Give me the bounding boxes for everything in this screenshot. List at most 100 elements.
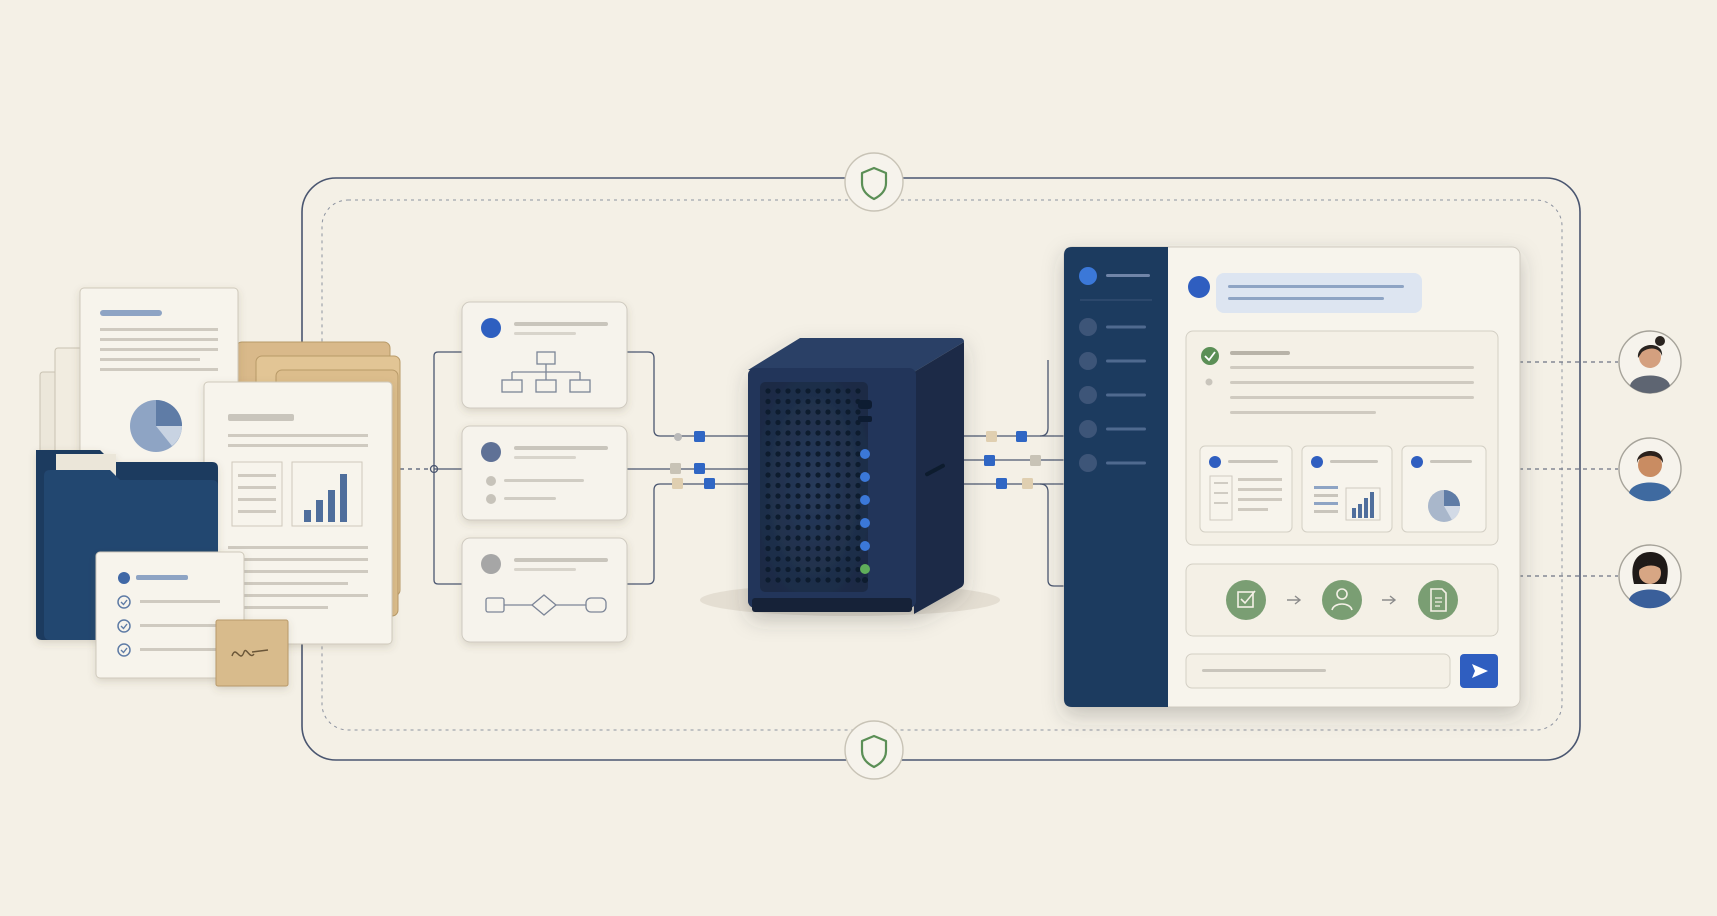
send-button[interactable] [1460, 654, 1498, 688]
vent-hole [765, 451, 771, 457]
vent-hole [795, 440, 801, 447]
vent-hole [765, 409, 771, 415]
documents-cluster [36, 287, 401, 687]
report-document [79, 287, 239, 499]
vent-hole [815, 440, 821, 447]
vent-hole [835, 524, 841, 531]
sidebar-item[interactable] [1079, 420, 1146, 438]
user-avatar[interactable] [1618, 330, 1682, 394]
shield-badge-bottom [844, 720, 904, 780]
vent-hole [815, 430, 821, 436]
bar-chart-icon [291, 461, 363, 527]
vent-hole [775, 493, 781, 499]
vent-hole [775, 545, 781, 552]
vent-hole [815, 493, 821, 499]
vent-hole [795, 566, 801, 573]
vent-hole [765, 461, 771, 468]
sidebar-item[interactable] [1079, 352, 1146, 370]
users [1618, 330, 1682, 609]
vent-hole [785, 566, 791, 573]
vent-hole [835, 388, 841, 394]
chart-document [203, 381, 393, 645]
vent-hole [815, 556, 821, 562]
user-icon[interactable] [1322, 580, 1362, 620]
vent-hole [765, 398, 771, 405]
module-card-1[interactable] [1199, 445, 1293, 533]
vent-hole [855, 409, 861, 415]
module-card-3[interactable] [1401, 445, 1487, 533]
vent-hole [825, 398, 831, 405]
vent-hole [795, 388, 801, 394]
vent-hole [795, 503, 801, 510]
pie-chart-icon [130, 400, 182, 452]
vent-hole [805, 440, 811, 447]
vent-hole [805, 556, 811, 562]
document-icon[interactable] [1418, 580, 1458, 620]
vent-hole [765, 388, 771, 394]
vent-hole [795, 493, 801, 499]
workflow-cards [461, 301, 628, 643]
vent-hole [815, 535, 821, 541]
vent-hole [765, 514, 771, 520]
vent-hole [785, 514, 791, 520]
vent-hole [795, 545, 801, 552]
vent-hole [785, 493, 791, 499]
app-main [1185, 273, 1499, 689]
flowchart-icon [485, 594, 607, 616]
vent-hole [815, 545, 821, 552]
vent-hole [815, 461, 821, 468]
vent-hole [805, 503, 811, 510]
sidebar-item[interactable] [1079, 386, 1146, 404]
vent-hole [775, 430, 781, 436]
vent-hole [785, 461, 791, 468]
sidebar-item[interactable] [1079, 318, 1146, 336]
vent-hole [845, 535, 851, 541]
vent-hole [845, 545, 851, 552]
vent-hole [825, 535, 831, 541]
vent-hole [845, 566, 851, 573]
vent-hole [805, 577, 811, 583]
vent-hole [835, 545, 841, 552]
status-light [860, 541, 870, 551]
vent-hole [855, 577, 861, 583]
secure-boundary [301, 152, 1581, 780]
user-avatar[interactable] [1618, 544, 1682, 609]
vent-hole [845, 440, 851, 447]
vent-hole [805, 388, 811, 394]
vent-hole [855, 461, 861, 468]
vent-hole [825, 388, 831, 394]
vent-hole [765, 482, 771, 489]
checkbox-icon[interactable] [1226, 580, 1266, 620]
sidebar-item[interactable] [1079, 454, 1146, 472]
vent-hole [765, 419, 771, 426]
vent-hole [765, 524, 771, 531]
vent-hole [775, 440, 781, 447]
vent-hole [835, 440, 841, 447]
vent-hole [805, 430, 811, 436]
vent-hole [815, 409, 821, 415]
vent-hole [775, 482, 781, 489]
status-light [860, 449, 870, 459]
vent-hole [845, 451, 851, 457]
vent-hole [845, 493, 851, 499]
send-icon [1472, 664, 1488, 678]
vent-hole [775, 524, 781, 531]
vent-hole [815, 451, 821, 457]
vent-hole [825, 556, 831, 562]
vent-hole [765, 577, 771, 583]
user-avatar[interactable] [1618, 437, 1682, 502]
vent-hole [825, 566, 831, 573]
vent-hole [805, 514, 811, 520]
vent-hole [785, 556, 791, 562]
app-sidebar [1064, 247, 1168, 707]
workflow-card-3 [461, 537, 628, 643]
vent-hole [815, 419, 821, 426]
module-card-2[interactable] [1301, 445, 1393, 533]
vent-hole [855, 556, 861, 562]
vent-hole [765, 566, 771, 573]
vent-hole [855, 503, 861, 510]
vent-hole [835, 461, 841, 468]
arrow-right-icon [1287, 595, 1302, 605]
vent-hole [825, 451, 831, 457]
vent-hole [785, 388, 791, 394]
